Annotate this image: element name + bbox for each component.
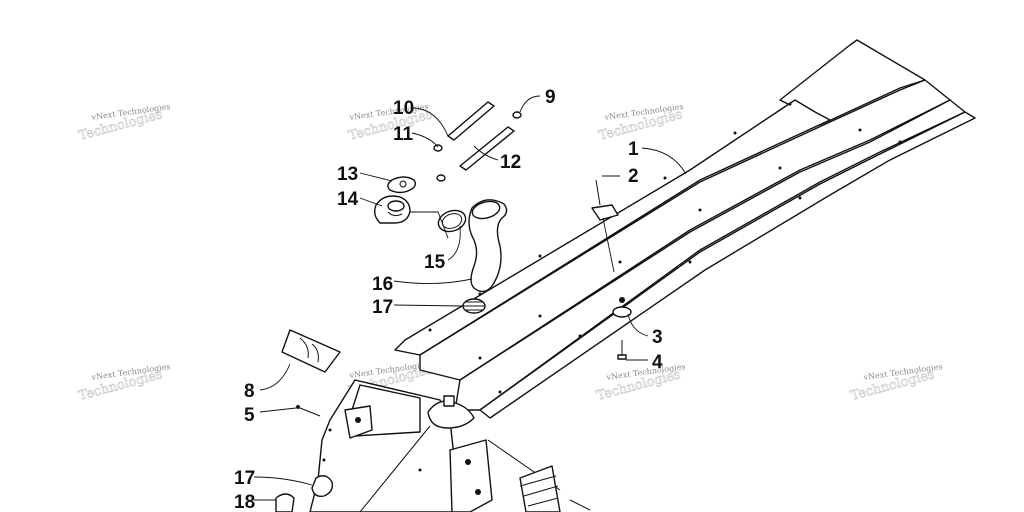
ring-17 — [462, 298, 486, 314]
clamp-15 — [437, 209, 467, 233]
callout-15: 15 — [424, 252, 446, 273]
tube-10 — [447, 101, 495, 141]
watermark-2: Technologies vNext Technologies — [347, 102, 435, 144]
rail-assembly — [394, 39, 976, 419]
nut-9 — [512, 111, 522, 119]
callout-14: 14 — [337, 189, 359, 210]
callout-18: 18 — [234, 492, 255, 512]
tunnel-frame — [275, 379, 591, 512]
callout-11: 11 — [393, 124, 414, 145]
callouts: 1 2 3 4 5 8 9 10 11 12 13 14 15 16 17 17… — [234, 87, 663, 512]
watermark-5: Technologies vNext Technologies — [77, 362, 171, 404]
callout-2: 2 — [628, 166, 639, 187]
hose-16 — [468, 199, 508, 293]
callout-9: 9 — [545, 87, 556, 108]
pin-5 — [296, 405, 321, 417]
screw-4 — [617, 340, 627, 360]
cap-13 — [387, 176, 417, 194]
tube-12 — [459, 126, 515, 171]
watermark-7: Technologies vNext Technologies — [595, 362, 686, 404]
watermark-1: Technologies vNext Technologies — [77, 102, 171, 144]
callout-12: 12 — [500, 152, 521, 173]
callout-16: 16 — [372, 274, 393, 295]
callout-8: 8 — [244, 381, 255, 402]
callout-13: 13 — [337, 164, 358, 185]
callout-3: 3 — [652, 327, 663, 348]
nut-11 — [433, 144, 446, 182]
callout-5: 5 — [244, 405, 255, 426]
watermark-3: Technologies vNext Technologies — [597, 102, 685, 144]
bolt-2 — [591, 179, 619, 273]
decal-8 — [281, 329, 341, 373]
washer-3 — [612, 297, 632, 318]
callout-17-lower: 17 — [234, 468, 255, 489]
callout-10: 10 — [393, 98, 414, 119]
watermark-8: Technologies vNext Technologies — [849, 362, 943, 404]
callout-4: 4 — [652, 352, 663, 373]
valve-14 — [373, 195, 411, 224]
callout-1: 1 — [628, 139, 639, 160]
leader-lines — [253, 95, 687, 501]
callout-17-upper: 17 — [372, 297, 393, 318]
rail-rivets — [428, 102, 902, 394]
